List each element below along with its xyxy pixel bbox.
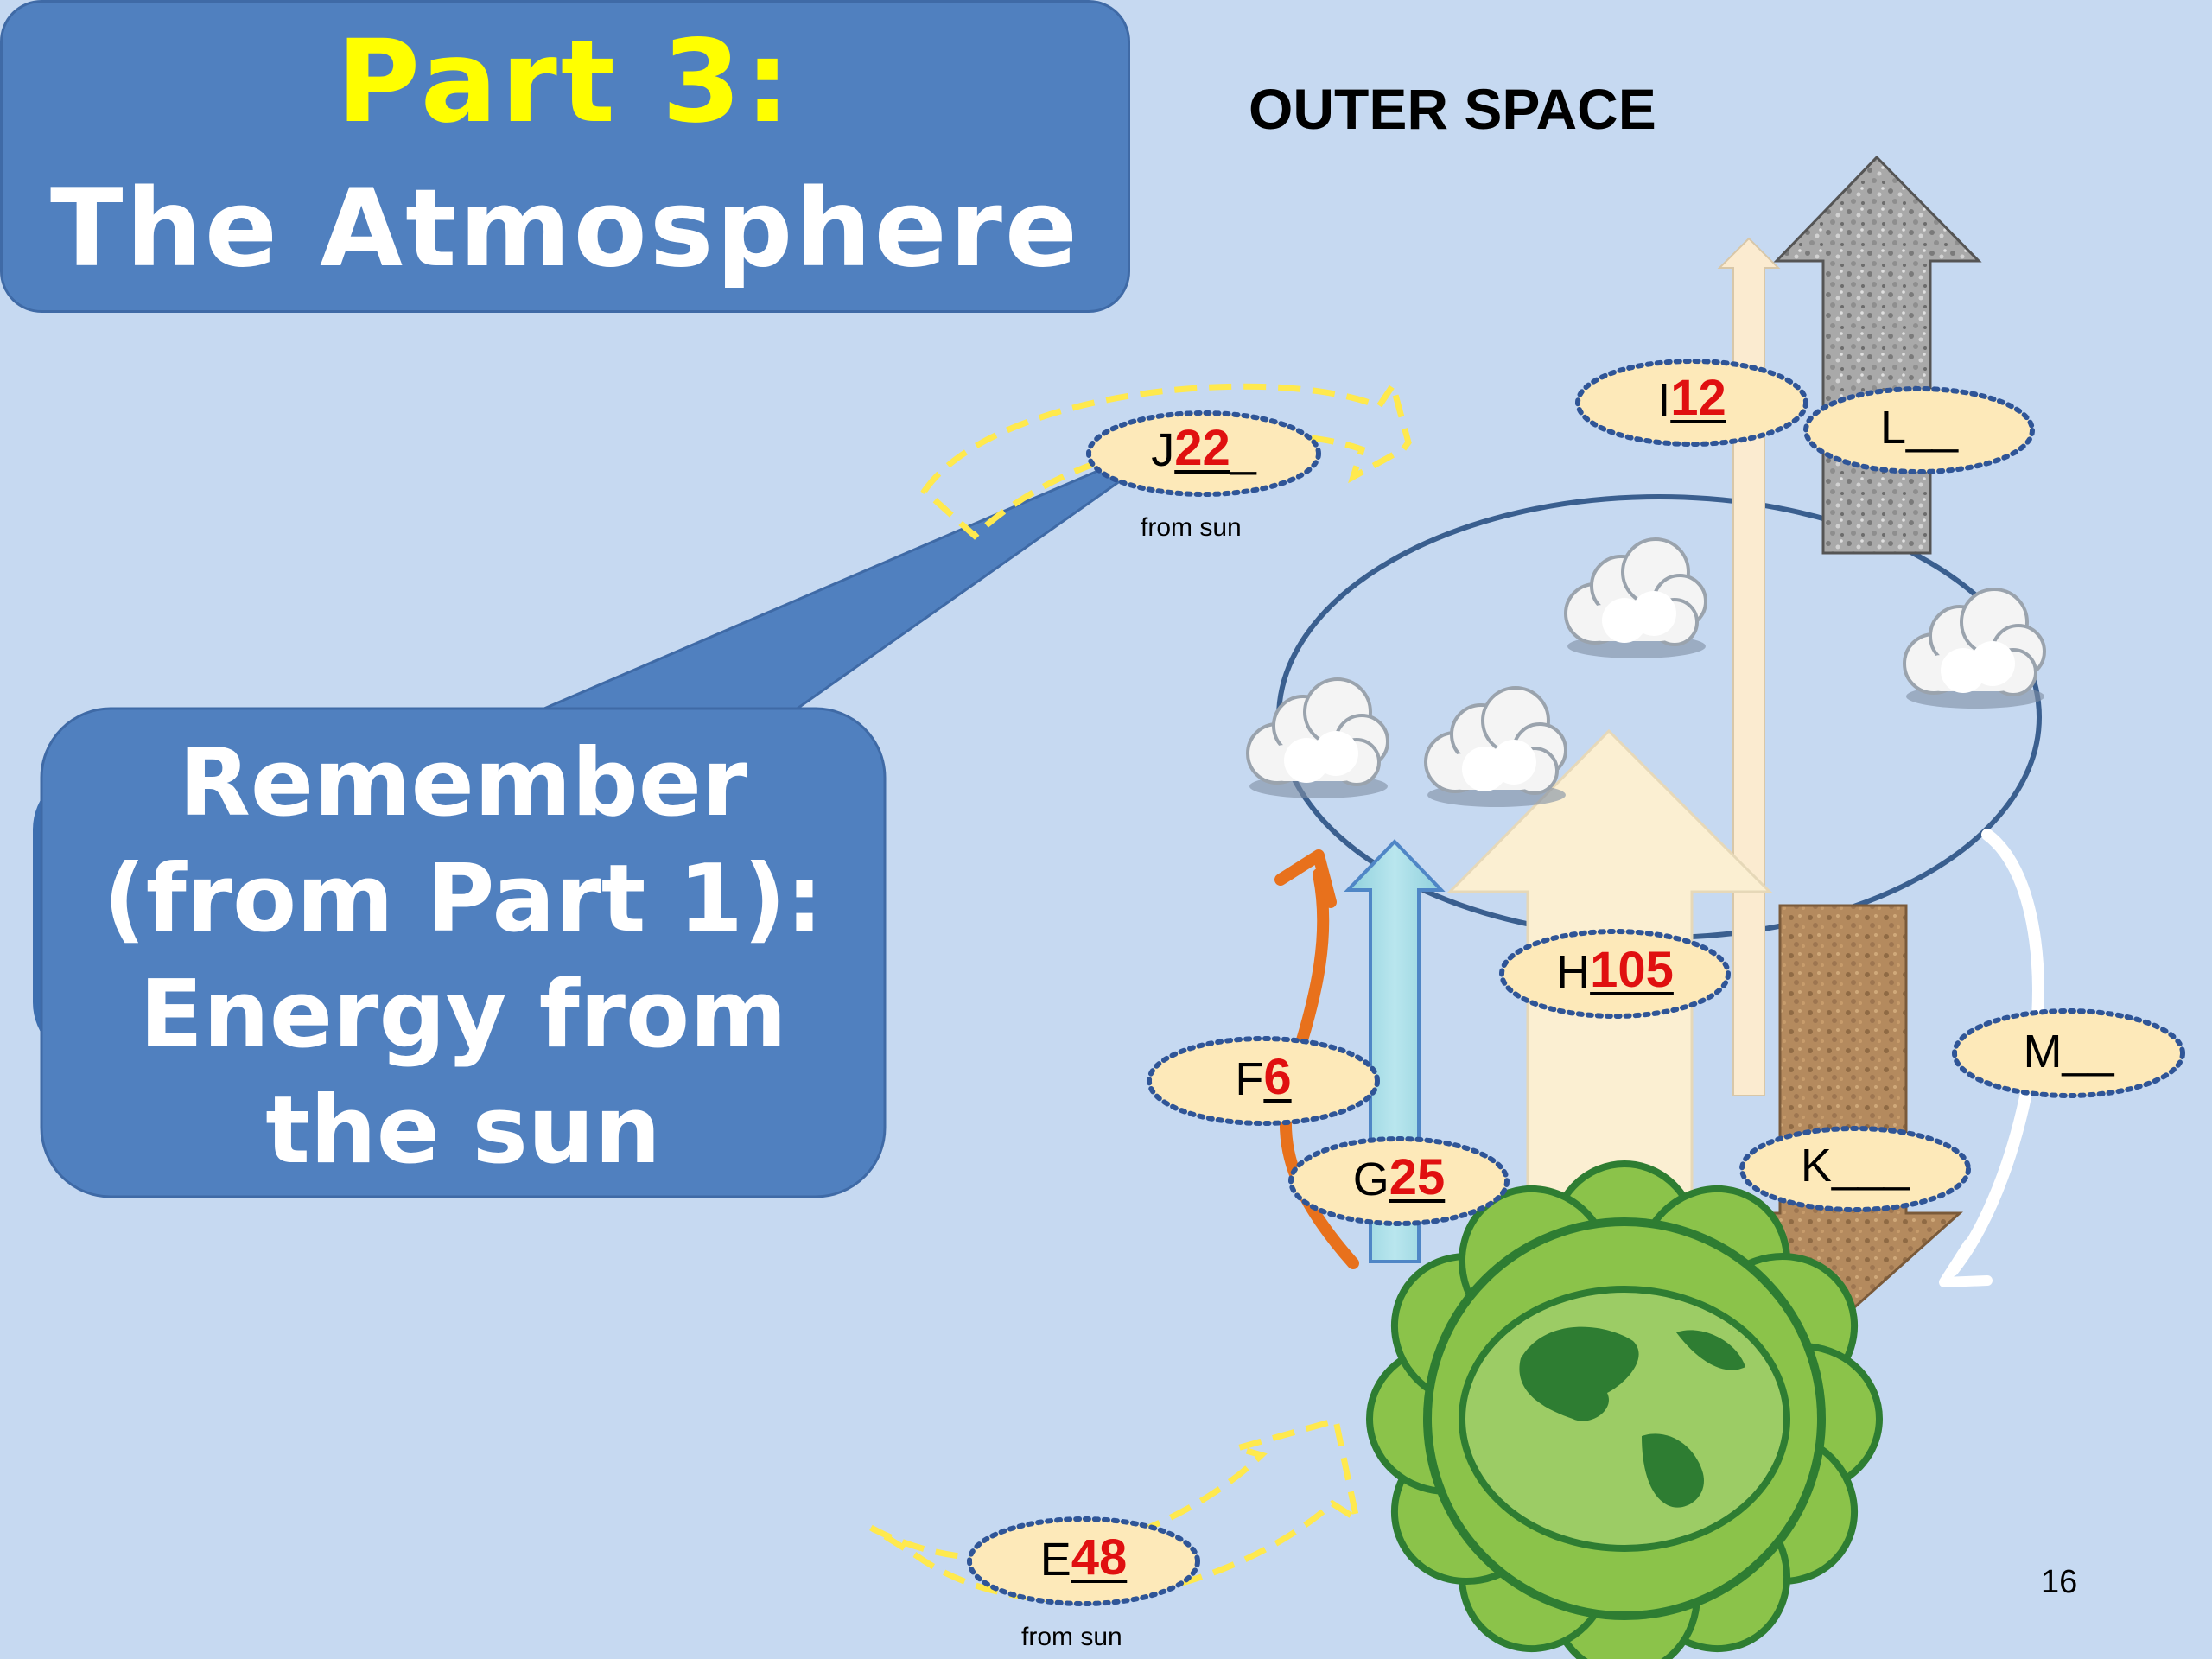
label-oval-K [1739, 1126, 1971, 1212]
label-letter: I [1657, 374, 1671, 426]
callout-pointer [483, 465, 1145, 736]
title-box [0, 0, 1130, 313]
label-letter: L [1879, 402, 1906, 454]
callout-line: (from Part 1): [103, 845, 823, 953]
label-value: 6 [1263, 1049, 1292, 1105]
cloud-2 [1424, 686, 1567, 809]
label-blank: __ [1905, 402, 1959, 454]
title-heading: The Atmosphere [50, 167, 1080, 291]
label-letter: G [1352, 1154, 1389, 1205]
label-value: 48 [1071, 1529, 1128, 1586]
label-value: 12 [1670, 370, 1726, 426]
title-part: Part 3: [336, 16, 794, 149]
label-oval-M [1952, 1008, 2185, 1098]
callout-line: the sun [265, 1077, 661, 1185]
label-letter: J [1151, 424, 1175, 476]
label-M: M__ [1955, 1018, 2183, 1078]
page-number: 16 [2041, 1564, 2078, 1600]
label-letter: F [1235, 1053, 1264, 1105]
label-oval-F [1147, 1036, 1380, 1126]
label-letter: E [1039, 1534, 1071, 1586]
label-K: K___ [1742, 1135, 1968, 1192]
callout-box [40, 707, 887, 1198]
arrow-L [1773, 155, 1982, 555]
label-oval-J [1086, 410, 1321, 497]
from-sun-label-top: from sun [1141, 513, 1242, 542]
callout-line: Energy from [139, 961, 787, 1069]
label-letter: K [1800, 1140, 1832, 1192]
callout-line: Remember [178, 729, 748, 837]
earth-flower [1366, 1160, 1883, 1659]
label-value: 22 [1174, 420, 1230, 476]
callout-text: Remember (from Part 1): Energy from the … [41, 726, 885, 1189]
outer-space-label: OUTER SPACE [1249, 77, 1656, 141]
arrow-F-head [1274, 849, 1337, 908]
label-oval-G [1288, 1136, 1510, 1226]
label-letter: M [2023, 1026, 2063, 1077]
label-L: L__ [1806, 396, 2032, 454]
arrow-M-head [1939, 1239, 1993, 1287]
label-oval-E [967, 1516, 1200, 1606]
cloud-4 [1903, 588, 2046, 710]
label-oval-I [1575, 359, 1808, 447]
from-sun-label-bottom: from sun [1021, 1623, 1122, 1651]
label-letter: H [1556, 946, 1591, 998]
label-blank: _ [1230, 424, 1256, 476]
label-blank: __ [2062, 1026, 2114, 1077]
cloud-3 [1564, 537, 1707, 660]
label-oval-H [1499, 929, 1731, 1019]
cloud-1 [1246, 677, 1389, 800]
label-blank: ___ [1831, 1140, 1910, 1192]
label-oval-L [1803, 386, 2035, 474]
label-value: 105 [1590, 942, 1674, 998]
label-value: 25 [1389, 1149, 1446, 1205]
